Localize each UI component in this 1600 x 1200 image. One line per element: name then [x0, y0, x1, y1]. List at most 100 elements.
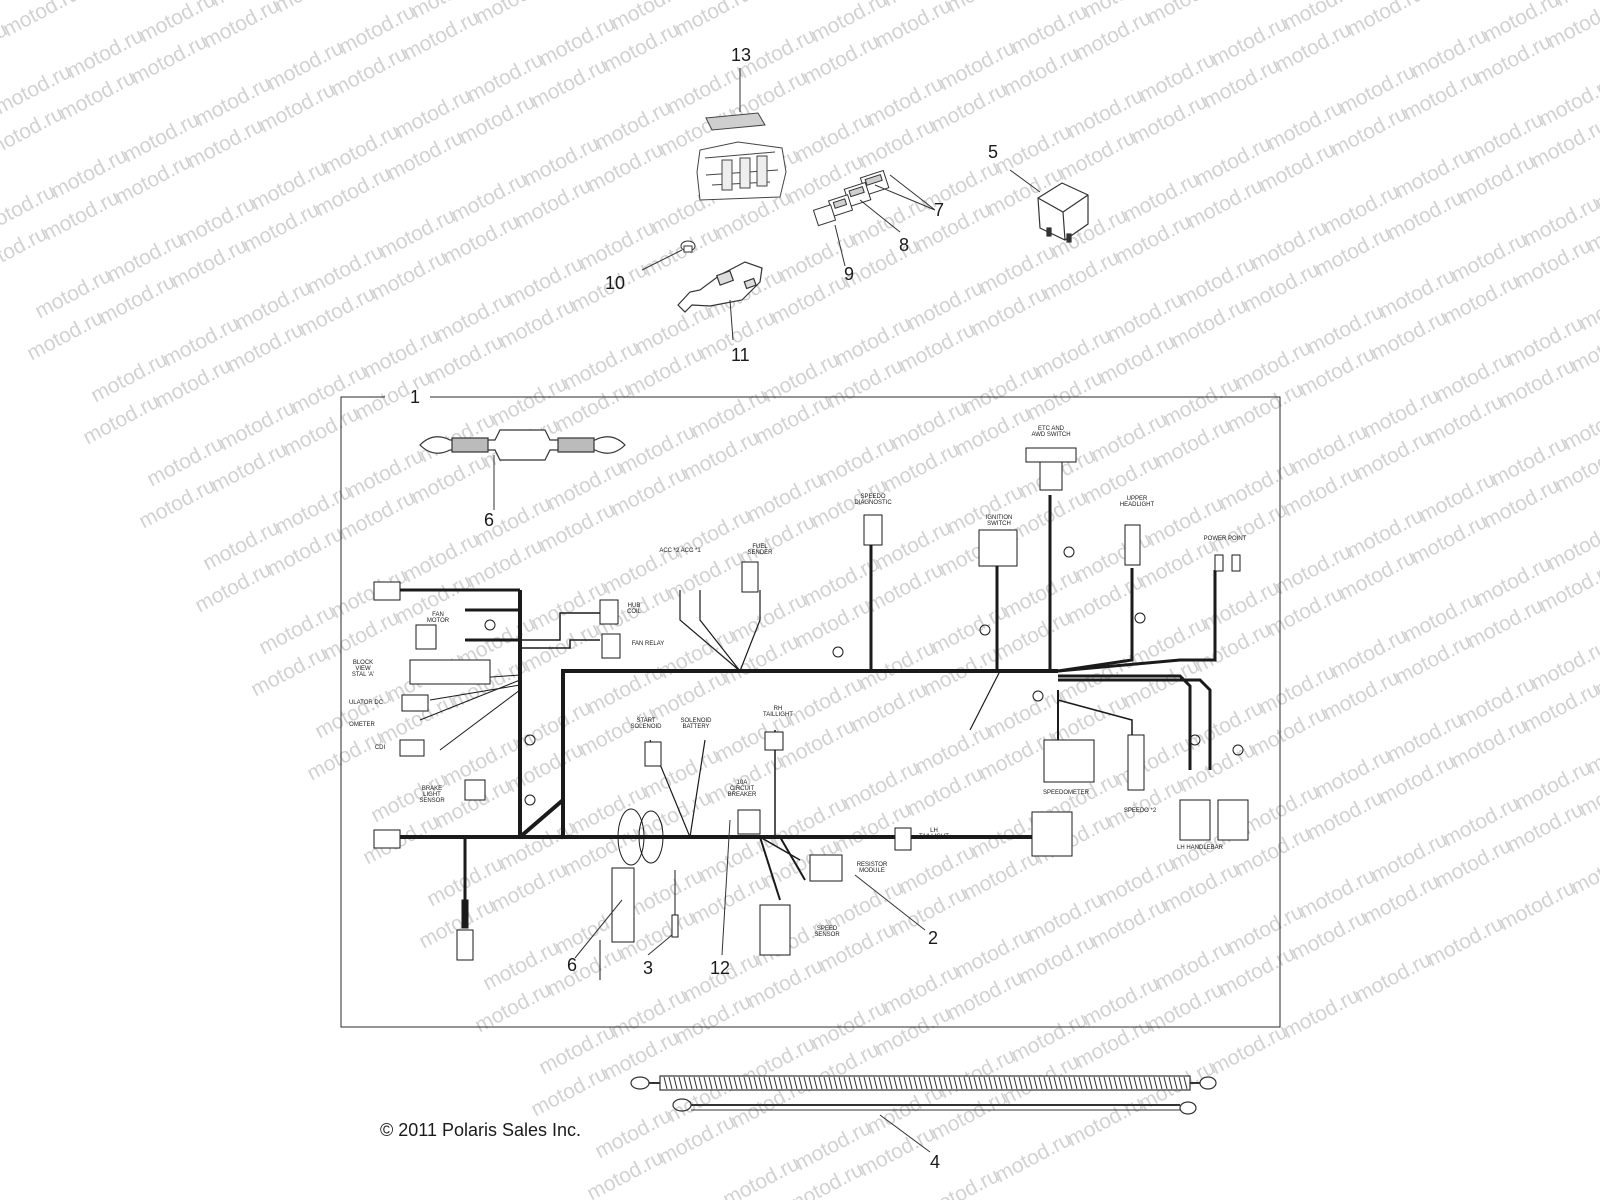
harness-frame	[340, 396, 1281, 1028]
sleeve-rib	[738, 1076, 743, 1090]
sleeve-rib	[948, 1076, 953, 1090]
sleeve-rib	[1093, 1076, 1098, 1090]
copyright-text: © 2011 Polaris Sales Inc.	[380, 1120, 582, 1140]
callout-1: 1	[410, 387, 421, 407]
label-circuit-breaker: 10A CIRCUIT BREAKER	[727, 780, 757, 798]
label-block-view: BLOCK VIEW STAL 'A'	[351, 660, 375, 678]
label-fuel-sender: FUEL SENDER	[747, 544, 773, 556]
sleeve-rib	[1043, 1076, 1048, 1090]
sleeve-rib	[1063, 1076, 1068, 1090]
sleeve-rib	[993, 1076, 998, 1090]
callout-9: 9	[844, 264, 855, 284]
sleeve-rib	[1173, 1076, 1178, 1090]
sleeve-rib	[713, 1076, 718, 1090]
sleeve-rib	[933, 1076, 938, 1090]
sleeve-rib	[968, 1076, 973, 1090]
sleeve-rib	[1118, 1076, 1123, 1090]
sleeve-rib	[1158, 1076, 1163, 1090]
sleeve-rib	[798, 1076, 803, 1090]
sleeve-rib	[813, 1076, 818, 1090]
sleeve-rib	[963, 1076, 968, 1090]
splice-markers	[484, 546, 1244, 866]
sleeve-rib	[978, 1076, 983, 1090]
sleeve-rib	[1098, 1076, 1103, 1090]
sleeve-rib	[1018, 1076, 1023, 1090]
sleeve-rib	[773, 1076, 778, 1090]
sleeve-rib	[1023, 1076, 1028, 1090]
label-upper-headlight: UPPER HEADLIGHT	[1119, 496, 1155, 508]
sleeve-rib	[1073, 1076, 1078, 1090]
sleeve-rib	[958, 1076, 963, 1090]
sleeve-rib	[743, 1076, 748, 1090]
sleeve-rib	[1128, 1076, 1133, 1090]
sleeve-rib	[863, 1076, 868, 1090]
label-regulator: ULATOR DC	[348, 700, 384, 706]
sleeve-rib	[663, 1076, 668, 1090]
sleeve-rib	[1028, 1076, 1033, 1090]
label-brake-light-sensor: BRAKE LIGHT SENSOR	[419, 786, 445, 804]
sleeve-rib	[1138, 1076, 1143, 1090]
label-rh-taillight: RH TAILLIGHT	[763, 706, 793, 718]
sleeve-rib	[1143, 1076, 1148, 1090]
sleeve-rib	[838, 1076, 843, 1090]
label-hub-coil: HUB COIL	[626, 603, 641, 615]
sleeve-rib	[983, 1076, 988, 1090]
label-power-point: POWER POINT	[1203, 536, 1247, 542]
callout-11: 11	[731, 345, 750, 365]
sleeve-rib	[938, 1076, 943, 1090]
sleeve-rib	[1013, 1076, 1018, 1090]
sleeve-rib	[668, 1076, 673, 1090]
sleeve-rib	[1038, 1076, 1043, 1090]
callout-13: 13	[731, 45, 752, 65]
mounting-bracket	[677, 261, 763, 313]
cable-sleeve-pattern	[663, 1076, 1188, 1090]
callout-10: 10	[605, 273, 626, 293]
sleeve-rib	[673, 1076, 678, 1090]
sleeve-rib	[703, 1076, 708, 1090]
sleeve-rib	[868, 1076, 873, 1090]
screw-icon	[680, 240, 696, 253]
sleeve-rib	[828, 1076, 833, 1090]
sleeve-rib	[728, 1076, 733, 1090]
sleeve-rib	[688, 1076, 693, 1090]
label-solenoid-battery: SOLENOID BATTERY	[680, 718, 712, 730]
sleeve-rib	[763, 1076, 768, 1090]
label-start-solenoid: START SOLENOID	[630, 718, 662, 730]
fuse-box	[696, 112, 787, 201]
sleeve-rib	[758, 1076, 763, 1090]
sleeve-rib	[953, 1076, 958, 1090]
sleeve-rib	[878, 1076, 883, 1090]
sleeve-rib	[823, 1076, 828, 1090]
label-speedo-diagnostic: SPEEDO DIAGNOSTIC	[854, 494, 892, 506]
sleeve-rib	[848, 1076, 853, 1090]
callout-4: 4	[930, 1152, 941, 1172]
sleeve-rib	[683, 1076, 688, 1090]
sleeve-rib	[833, 1076, 838, 1090]
sleeve-rib	[733, 1076, 738, 1090]
sleeve-rib	[1083, 1076, 1088, 1090]
sleeve-rib	[913, 1076, 918, 1090]
label-resistor-module: RESISTOR MODULE	[856, 862, 888, 874]
sleeve-rib	[918, 1076, 923, 1090]
sleeve-rib	[708, 1076, 713, 1090]
sleeve-rib	[908, 1076, 913, 1090]
sleeve-rib	[1003, 1076, 1008, 1090]
sleeve-rib	[718, 1076, 723, 1090]
sleeve-rib	[1103, 1076, 1108, 1090]
sleeve-rib	[1088, 1076, 1093, 1090]
sleeve-rib	[793, 1076, 798, 1090]
sleeve-rib	[698, 1076, 703, 1090]
sleeve-rib	[1148, 1076, 1153, 1090]
sleeve-rib	[748, 1076, 753, 1090]
sleeve-rib	[1123, 1076, 1128, 1090]
sleeve-rib	[1133, 1076, 1138, 1090]
sleeve-rib	[678, 1076, 683, 1090]
sleeve-rib	[1153, 1076, 1158, 1090]
sleeve-rib	[1178, 1076, 1183, 1090]
label-acc: ACC *2 ACC *1	[659, 548, 701, 554]
relay-icon	[1037, 182, 1089, 243]
label-speedo-2: SPEEDO *2	[1123, 808, 1157, 814]
sleeve-rib	[898, 1076, 903, 1090]
label-ohmmeter: OMETER	[349, 722, 375, 728]
